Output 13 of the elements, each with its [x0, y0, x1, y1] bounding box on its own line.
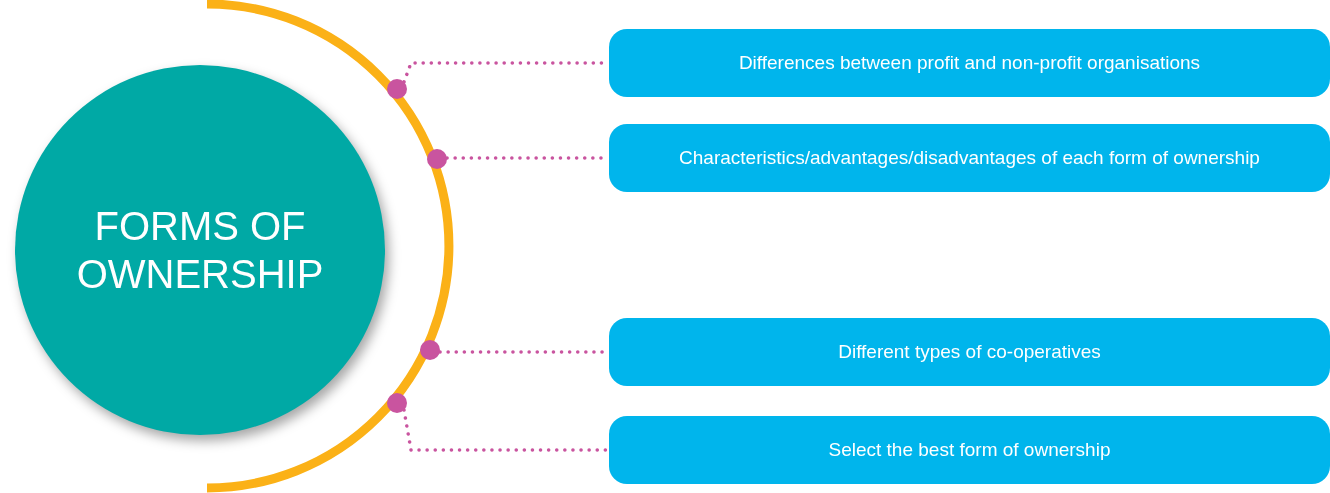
topic-box	[609, 416, 1330, 484]
connector-dot	[387, 393, 407, 413]
connector-dot	[387, 79, 407, 99]
topic-text: Select the best form of ownership	[828, 439, 1111, 461]
connector-dot	[420, 340, 440, 360]
topic-box	[609, 29, 1330, 97]
connector-dot	[427, 149, 447, 169]
topic-text: Characteristics/advantages/disadvantages of each form of ownership	[679, 147, 1260, 169]
topic-text: Different types of co-operatives	[838, 341, 1101, 363]
topic-box	[609, 124, 1330, 192]
topic-text: Differences between profit and non-profit organisations	[738, 52, 1201, 74]
circle-title: FORMS OF OWNERSHIP	[75, 203, 325, 298]
topic-box	[609, 318, 1330, 386]
